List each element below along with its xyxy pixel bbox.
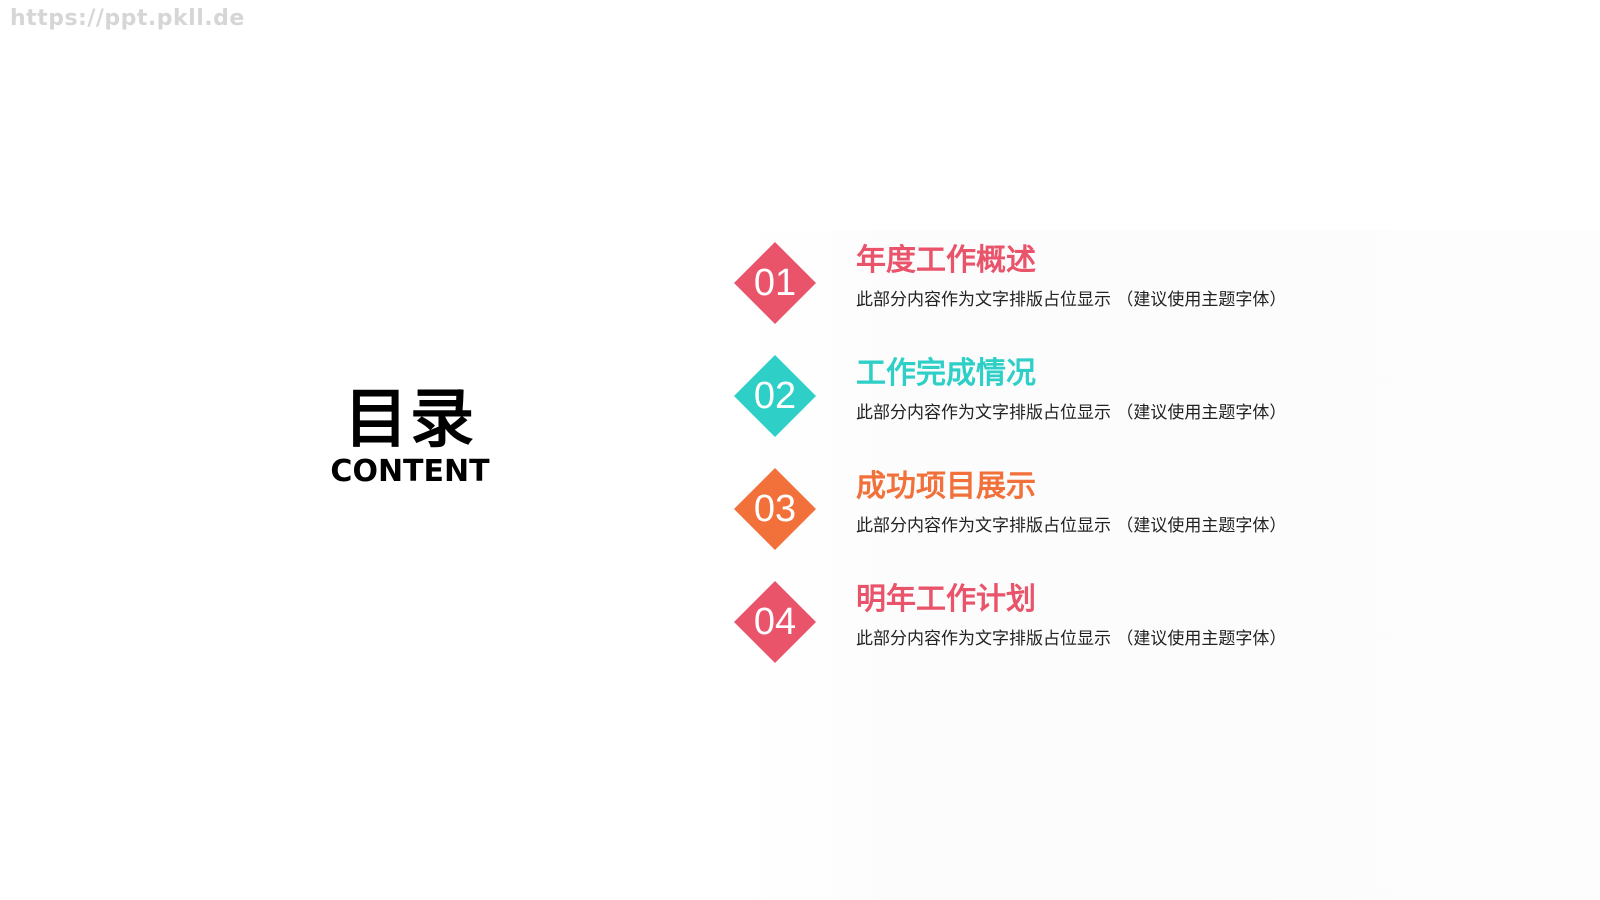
item-title: 成功项目展示 <box>856 469 1036 504</box>
watermark-url: https://ppt.pkll.de <box>10 6 245 31</box>
contents-panel-background <box>740 230 1600 900</box>
item-number: 03 <box>753 488 797 530</box>
heading-english: CONTENT <box>330 454 490 489</box>
toc-item-4[interactable]: 04 明年工作计划 此部分内容作为文字排版占位显示 （建议使用主题字体） <box>733 580 1334 671</box>
item-title: 年度工作概述 <box>856 243 1036 278</box>
item-title: 工作完成情况 <box>856 356 1036 391</box>
heading-chinese: 目录 <box>344 383 476 457</box>
number-badge: 01 <box>733 241 817 325</box>
toc-item-3[interactable]: 03 成功项目展示 此部分内容作为文字排版占位显示 （建议使用主题字体） <box>733 467 1334 558</box>
item-description: 此部分内容作为文字排版占位显示 （建议使用主题字体） <box>856 516 1287 536</box>
number-badge: 02 <box>733 354 817 438</box>
number-badge: 03 <box>733 467 817 551</box>
item-title: 明年工作计划 <box>856 582 1036 617</box>
item-number: 04 <box>753 601 797 643</box>
item-description: 此部分内容作为文字排版占位显示 （建议使用主题字体） <box>856 290 1287 310</box>
item-number: 02 <box>753 375 797 417</box>
item-description: 此部分内容作为文字排版占位显示 （建议使用主题字体） <box>856 403 1287 423</box>
number-badge: 04 <box>733 580 817 664</box>
contents-heading: 目录 CONTENT <box>320 385 500 489</box>
toc-item-1[interactable]: 01 年度工作概述 此部分内容作为文字排版占位显示 （建议使用主题字体） <box>733 241 1334 332</box>
toc-item-2[interactable]: 02 工作完成情况 此部分内容作为文字排版占位显示 （建议使用主题字体） <box>733 354 1334 445</box>
item-description: 此部分内容作为文字排版占位显示 （建议使用主题字体） <box>856 629 1287 649</box>
item-number: 01 <box>753 262 797 304</box>
